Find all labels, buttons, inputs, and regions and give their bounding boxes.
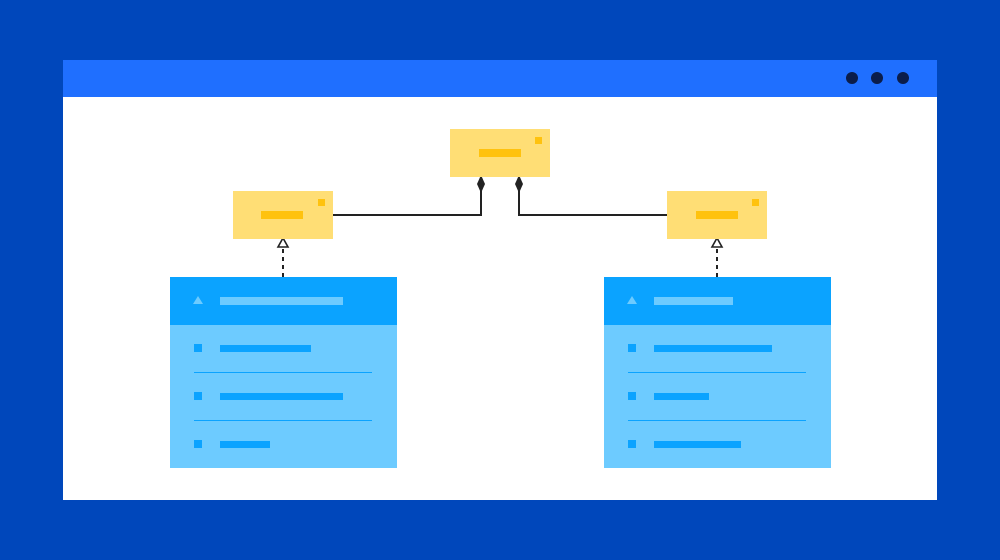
parent-class-box[interactable] bbox=[450, 129, 550, 177]
triangle-icon bbox=[627, 296, 637, 304]
bullet-square-icon bbox=[628, 440, 636, 448]
panel-header-bar bbox=[654, 297, 733, 305]
app-window bbox=[63, 60, 937, 500]
realization-arrow-right bbox=[710, 236, 724, 248]
list-item-bar bbox=[220, 441, 270, 448]
right-class-box[interactable] bbox=[667, 191, 767, 239]
list-item[interactable] bbox=[604, 373, 831, 420]
list-item[interactable] bbox=[170, 421, 397, 468]
list-item[interactable] bbox=[604, 325, 831, 372]
list-item-bar bbox=[654, 441, 741, 448]
list-item-bar bbox=[220, 393, 343, 400]
panel-header bbox=[604, 277, 831, 325]
bullet-square-icon bbox=[194, 392, 202, 400]
panel-header bbox=[170, 277, 397, 325]
class-corner-mark bbox=[752, 199, 759, 206]
class-name-bar bbox=[261, 211, 303, 219]
left-class-box[interactable] bbox=[233, 191, 333, 239]
row-divider bbox=[628, 420, 806, 421]
window-titlebar bbox=[63, 60, 937, 97]
class-corner-mark bbox=[318, 199, 325, 206]
class-name-bar bbox=[696, 211, 738, 219]
realization-arrow-left bbox=[276, 236, 290, 248]
bullet-square-icon bbox=[628, 344, 636, 352]
row-divider bbox=[628, 372, 806, 373]
row-divider bbox=[194, 372, 372, 373]
list-item[interactable] bbox=[170, 325, 397, 372]
window-control-dot-3[interactable] bbox=[897, 72, 909, 84]
left-list-panel[interactable] bbox=[170, 277, 397, 468]
panel-header-bar bbox=[220, 297, 343, 305]
list-item-bar bbox=[220, 345, 311, 352]
composition-edge-right bbox=[518, 188, 667, 216]
window-control-dot-1[interactable] bbox=[846, 72, 858, 84]
list-item-bar bbox=[654, 345, 772, 352]
triangle-icon bbox=[193, 296, 203, 304]
row-divider bbox=[194, 420, 372, 421]
window-control-dot-2[interactable] bbox=[871, 72, 883, 84]
list-item[interactable] bbox=[604, 421, 831, 468]
list-item-bar bbox=[654, 393, 709, 400]
composition-diamond-left bbox=[477, 175, 485, 193]
composition-edge-left bbox=[333, 188, 482, 216]
list-item[interactable] bbox=[170, 373, 397, 420]
bullet-square-icon bbox=[194, 440, 202, 448]
composition-diamond-right bbox=[515, 175, 523, 193]
bullet-square-icon bbox=[628, 392, 636, 400]
class-corner-mark bbox=[535, 137, 542, 144]
class-name-bar bbox=[479, 149, 521, 157]
diagram-connectors bbox=[276, 175, 724, 277]
bullet-square-icon bbox=[194, 344, 202, 352]
right-list-panel[interactable] bbox=[604, 277, 831, 468]
